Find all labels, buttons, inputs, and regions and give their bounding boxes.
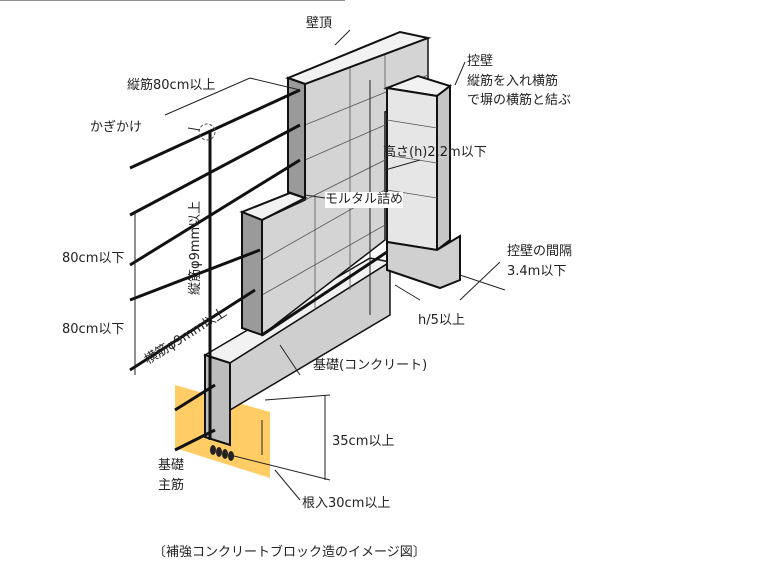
label-spacing-1: 80cm以下 [62,251,125,266]
label-buttress-projection: h/5以上 [418,313,465,328]
buttress-front [386,86,438,252]
buttress-side [436,83,451,253]
label-foundation-main-bar-1: 基礎 [158,458,185,473]
label-foundation-main-bar-2: 主筋 [158,478,185,493]
rebars [129,88,301,452]
label-height: 高さ(h)2.2m以下 [383,145,487,160]
lower-wall-end [241,210,263,337]
upper-wall-end [287,76,306,200]
label-buttress-interval-1: 控壁の間隔 [507,244,573,259]
label-embedment: 根入30cm以上 [302,496,391,511]
label-wall-top: 壁頂 [306,16,333,31]
foundation-main-bars [210,445,234,461]
label-buttress-note-1: 縦筋を入れ横筋 [467,74,559,89]
label-buttress: 控壁 [467,54,494,69]
label-vertical-bar-length: 縦筋80cm以上 [127,78,216,93]
buttress-base [386,234,461,290]
label-foundation: 基礎(コンクリート) [313,358,428,373]
label-foundation-height: 35cm以上 [332,434,395,449]
label-mortar: モルタル詰め [325,192,404,208]
label-vertical-bar-dia: 縦筋φ9mm以上 [188,200,203,295]
label-buttress-note-2: で塀の横筋と結ぶ [467,93,572,108]
caption: 〔補強コンクリートブロック造のイメージ図〕 [153,545,426,560]
label-buttress-interval-2: 3.4m以下 [507,264,567,279]
label-spacing-2: 80cm以下 [62,322,125,337]
hook-marker [198,123,216,141]
label-hook: かぎかけ [90,120,143,135]
